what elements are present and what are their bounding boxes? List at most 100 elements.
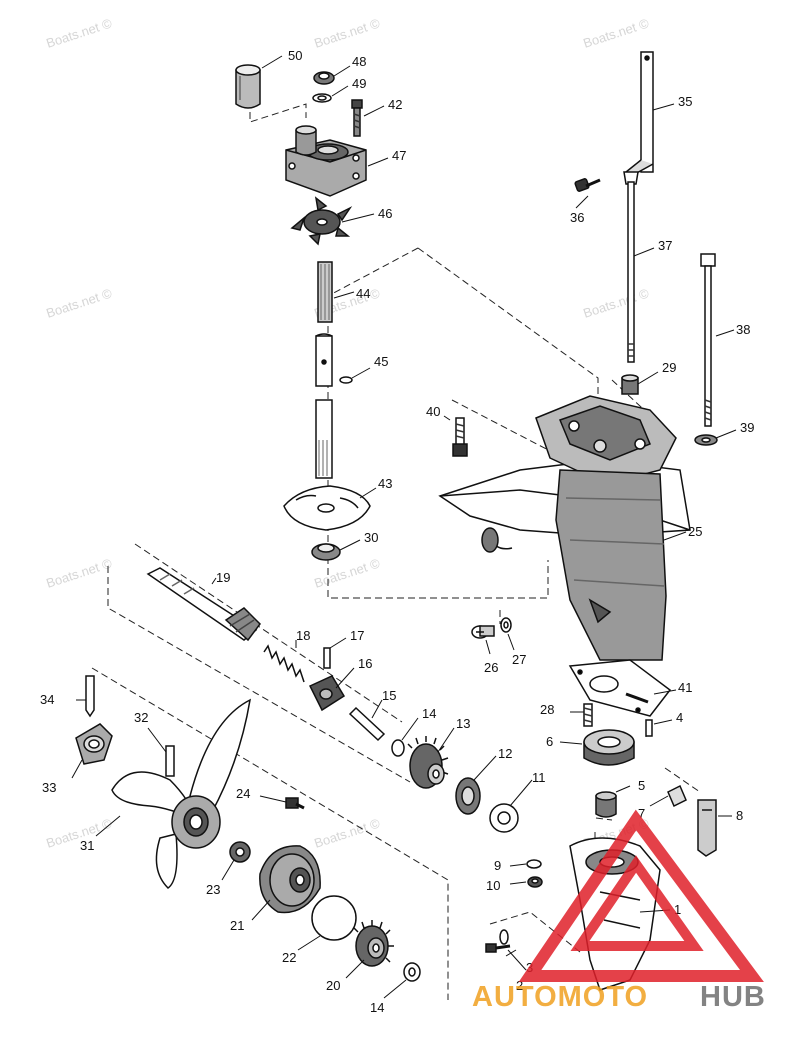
callout-27: 27: [512, 652, 526, 667]
assembly-lines: [91, 103, 701, 1000]
callout-29: 29: [662, 360, 676, 375]
callout-35: 35: [678, 94, 692, 109]
callout-14: 14: [370, 1000, 384, 1015]
part-16-clutch: [308, 675, 346, 712]
watermark: Boats.net ©: [312, 555, 382, 590]
part-8-plate: [697, 799, 717, 857]
part-42-bolt: [351, 99, 363, 137]
callout-30: 30: [364, 530, 378, 545]
part-49-washer: [312, 93, 332, 103]
part-4-pin: [645, 719, 653, 737]
part-40-bolt: [452, 417, 468, 457]
part-9-washer: [526, 859, 542, 869]
part-41-gasket: [568, 659, 672, 717]
part-19-propeller-shaft: [146, 567, 261, 642]
part-35-shift-rod: [624, 51, 654, 175]
part-24-screw: [285, 797, 305, 810]
part-43-plate: [283, 485, 371, 531]
part-22-o-ring: [311, 895, 357, 941]
part-2-screw: [485, 943, 511, 953]
callout-40: 40: [426, 404, 440, 419]
part-37-shift-rod-lower: [623, 171, 639, 363]
callout-26: 26: [484, 660, 498, 675]
part-21-bearing-carrier: [259, 845, 321, 914]
callout-5: 5: [638, 778, 645, 793]
part-23-seal: [229, 841, 251, 863]
part-46-impeller: [290, 196, 353, 246]
watermark: Boats.net ©: [312, 815, 382, 850]
leader-lines: [71, 55, 737, 999]
part-27-gasket: [500, 617, 512, 633]
watermark: Boats.net ©: [44, 555, 114, 590]
watermark: Boats.net ©: [44, 285, 114, 320]
callout-labels: 50 48 49 42 47 46 44 45 43 30 35 36 37 2…: [40, 48, 754, 1015]
callout-13: 13: [456, 716, 470, 731]
part-45-pin: [339, 376, 353, 384]
callout-6: 6: [546, 734, 553, 749]
watermark: Boats.net ©: [44, 15, 114, 50]
callout-49: 49: [352, 76, 366, 91]
callout-41: 41: [678, 680, 692, 695]
logo-text-automoto: AUTOMOTO: [472, 981, 648, 1013]
part-14-washer-lower: [403, 962, 421, 982]
part-50-cap: [235, 64, 261, 109]
watermark: Boats.net ©: [581, 285, 651, 320]
callout-22: 22: [282, 950, 296, 965]
part-10-nut: [527, 876, 543, 888]
watermark: Boats.net ©: [312, 15, 382, 50]
callout-8: 8: [736, 808, 743, 823]
part-34-cotter-pin: [85, 675, 95, 718]
part-48-seal: [313, 71, 335, 85]
callout-32: 32: [134, 710, 148, 725]
callout-7: 7: [638, 806, 645, 821]
part-25-gearcase: [438, 395, 691, 661]
part-29-bushing: [621, 374, 639, 395]
callout-10: 10: [486, 878, 500, 893]
watermark: Boats.net ©: [581, 15, 651, 50]
callout-38: 38: [736, 322, 750, 337]
part-39-washer: [694, 434, 718, 446]
part-15-shift-pin: [348, 706, 386, 742]
callout-20: 20: [326, 978, 340, 993]
part-26-plug: [471, 625, 495, 639]
callout-45: 45: [374, 354, 388, 369]
callout-42: 42: [388, 97, 402, 112]
part-32-drive-pin: [165, 745, 175, 777]
part-6-bearing: [583, 729, 635, 766]
part-5-bushing: [595, 791, 617, 818]
callout-43: 43: [378, 476, 392, 491]
part-36-screw: [574, 178, 601, 192]
part-3-washer: [499, 929, 509, 945]
logo-triangle-inner: [570, 855, 704, 951]
logo-triangle-outer: [518, 809, 764, 982]
callout-11: 11: [532, 770, 546, 785]
callout-18: 18: [296, 628, 310, 643]
callout-50: 50: [288, 48, 302, 63]
part-7-clip: [667, 784, 687, 808]
callout-19: 19: [216, 570, 230, 585]
part-28-stud: [583, 703, 593, 727]
part-44-driveshaft: [315, 261, 333, 479]
callout-34: 34: [40, 692, 54, 707]
callout-9: 9: [494, 858, 501, 873]
callout-47: 47: [392, 148, 406, 163]
callout-4: 4: [676, 710, 683, 725]
part-13-forward-gear: [407, 736, 449, 789]
callout-16: 16: [358, 656, 372, 671]
callout-28: 28: [540, 702, 554, 717]
callout-46: 46: [378, 206, 392, 221]
callout-2: 2: [516, 978, 523, 993]
part-38-long-bolt: [700, 253, 716, 427]
callout-15: 15: [382, 688, 396, 703]
callout-23: 23: [206, 882, 220, 897]
callout-48: 48: [352, 54, 366, 69]
callout-1: 1: [674, 902, 681, 917]
callout-17: 17: [350, 628, 364, 643]
part-30-bearing: [311, 543, 341, 561]
callout-37: 37: [658, 238, 672, 253]
part-31-propeller: [111, 698, 251, 889]
callout-21: 21: [230, 918, 244, 933]
callout-24: 24: [236, 786, 250, 801]
